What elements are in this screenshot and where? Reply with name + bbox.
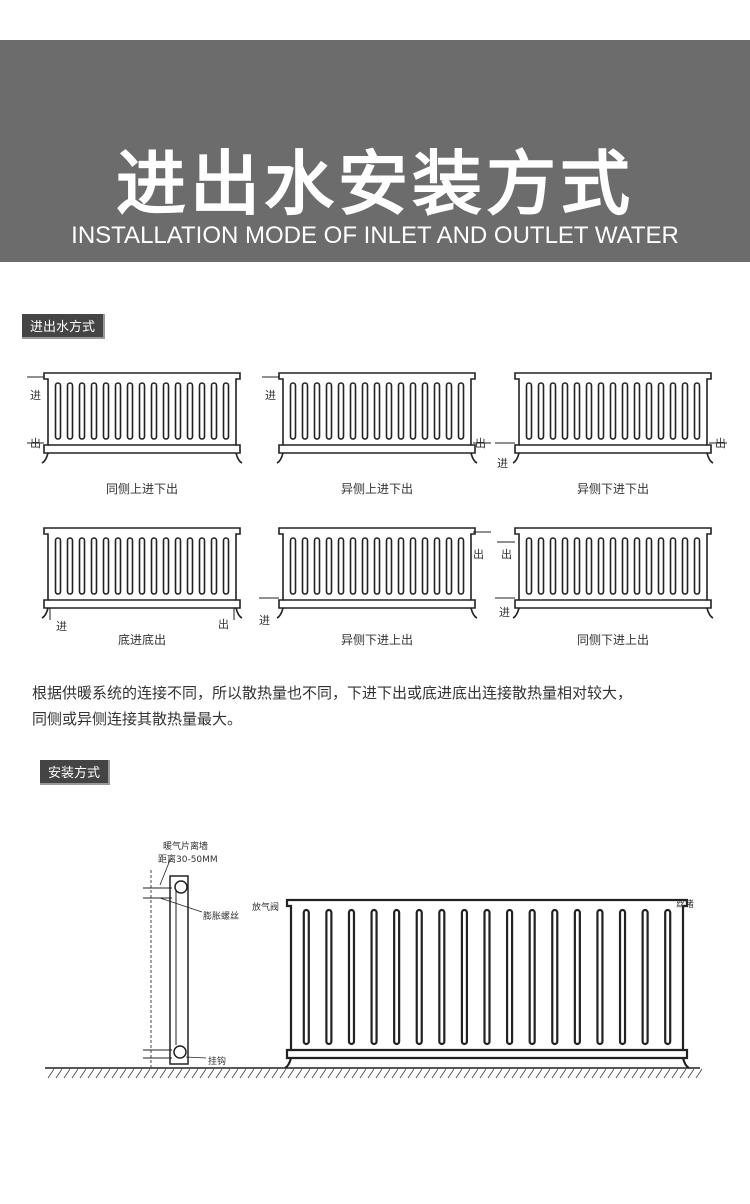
outlet-label: 出 [473,548,484,561]
description-line: 同侧或异侧连接其散热量最大。 [32,710,243,728]
diagram-caption: 底进底出 [117,633,166,647]
outlet-label: 出 [475,437,486,450]
outlet-label: 出 [218,618,229,631]
diagram-caption: 同侧下进上出 [576,633,649,647]
radiator-icon [495,527,714,619]
diagram-bottom-in-bottom-out: 进 出 [22,520,262,650]
wall-distance-note: 暖气片离墙 [163,842,209,852]
outlet-label: 出 [30,437,41,450]
radiator-icon [262,372,491,464]
inlet-label: 进 [265,389,276,402]
inlet-label: 进 [259,614,270,627]
radiator-icon [41,527,243,620]
air-valve-label: 放气阀 [252,903,280,913]
inlet-label: 进 [30,389,41,402]
diagram-caption: 异侧上进下出 [340,482,413,496]
diagram-same-side-top-in-bottom-out: 进 出 [22,365,262,495]
expansion-screw-label: 膨胀螺丝 [203,912,240,922]
diagram-caption: 异侧下进上出 [340,633,413,647]
radiator-icon [259,527,491,619]
section-tag-installation: 安装方式 [40,760,111,785]
diagram-same-side-bottom-in-top-out: 进 出 [493,520,733,650]
inlet-label: 进 [56,620,67,633]
diagram-opposite-bottom-in-bottom-out: 进 出 [493,365,733,495]
diagram-opposite-top-in-bottom-out: 进 出 [257,365,497,495]
hook-label: 挂钩 [208,1057,227,1067]
description-line: 根据供暖系统的连接不同，所以散热量也不同，下进下出或底进底出连接散热量相对较大， [32,684,633,702]
page-title: 进出水安装方式 [116,143,634,225]
page-subtitle: INSTALLATION MODE OF INLET AND OUTLET WA… [71,222,679,249]
wall-distance-value: 距离30-50MM [158,855,218,865]
inlet-label: 进 [499,606,510,619]
inlet-label: 进 [497,457,508,470]
plug-label: 丝堵 [676,900,695,910]
radiator-icon [495,372,727,464]
diagram-caption: 同侧上进下出 [105,482,178,496]
description-text: 根据供暖系统的连接不同，所以散热量也不同，下进下出或底进底出连接散热量相对较大，… [32,680,732,732]
section-tag-inlet-outlet: 进出水方式 [22,314,106,339]
outlet-label: 出 [501,548,512,561]
diagram-opposite-bottom-in-top-out: 进 出 [257,520,497,650]
diagram-caption: 异侧下进下出 [576,482,649,496]
outlet-label: 出 [715,437,726,450]
radiator-icon [27,372,243,464]
header-banner: 进出水安装方式 INSTALLATION MODE OF INLET AND O… [0,40,750,262]
